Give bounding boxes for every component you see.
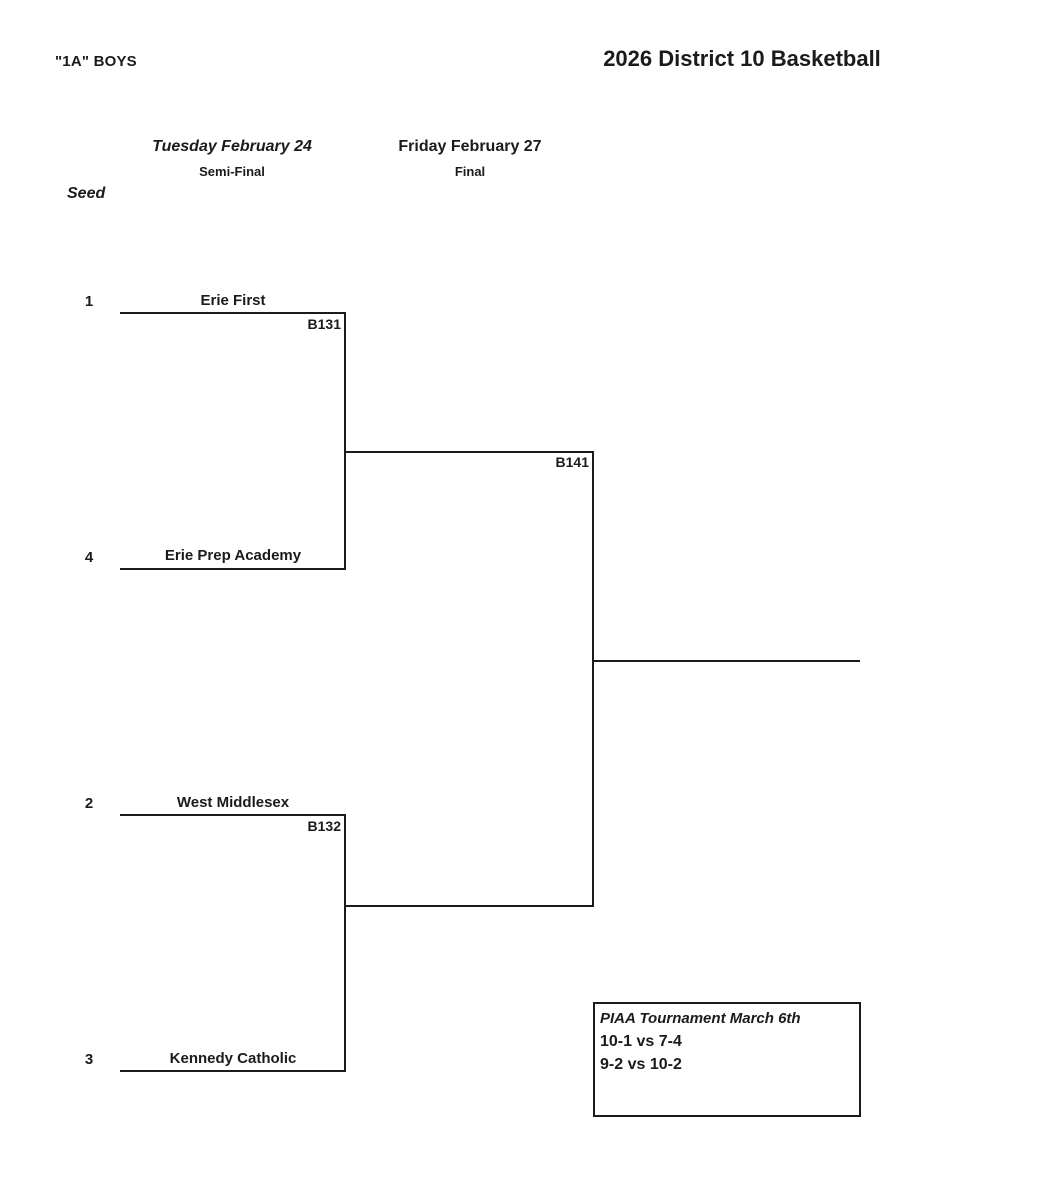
seed-number: 3 bbox=[84, 1051, 94, 1068]
game-code-semifinal-1: B131 bbox=[307, 316, 341, 332]
piaa-matchup-1: 10-1 vs 7-4 bbox=[600, 1033, 682, 1050]
final-round-header: Final bbox=[454, 164, 486, 179]
game-code-final: B141 bbox=[555, 454, 589, 470]
team-name: Kennedy Catholic bbox=[169, 1050, 297, 1067]
final-date-header: Friday February 27 bbox=[398, 138, 542, 155]
bracket-line-semifinal2-winner bbox=[344, 905, 594, 907]
bracket-line-match1-top bbox=[120, 312, 346, 314]
semifinal-date-header: Tuesday February 24 bbox=[152, 138, 312, 155]
semifinal-round-header: Semi-Final bbox=[199, 164, 265, 179]
seed-number: 1 bbox=[84, 293, 94, 310]
bracket-line-semifinal1-winner bbox=[344, 451, 594, 453]
seed-number: 4 bbox=[84, 549, 94, 566]
team-name: West Middlesex bbox=[176, 794, 290, 811]
bracket-line-match1-vertical bbox=[344, 312, 346, 570]
game-code-semifinal-2: B132 bbox=[307, 818, 341, 834]
bracket-line-final-vertical bbox=[592, 451, 594, 907]
classification-label: "1A" BOYS bbox=[55, 53, 137, 70]
bracket-line-match2-top bbox=[120, 814, 346, 816]
piaa-info-box: PIAA Tournament March 6th 10-1 vs 7-4 9-… bbox=[593, 1002, 861, 1117]
bracket-line-match2-bottom bbox=[120, 1070, 346, 1072]
bracket-line-match2-vertical bbox=[344, 814, 346, 1072]
bracket-line-match1-bottom bbox=[120, 568, 346, 570]
team-name: Erie Prep Academy bbox=[164, 547, 302, 564]
bracket-line-champion bbox=[592, 660, 860, 662]
piaa-matchup-2: 9-2 vs 10-2 bbox=[600, 1056, 682, 1073]
seed-column-label: Seed bbox=[67, 185, 106, 202]
team-name: Erie First bbox=[200, 292, 266, 309]
page-title: 2026 District 10 Basketball bbox=[603, 46, 881, 71]
seed-number: 2 bbox=[84, 795, 94, 812]
piaa-box-title: PIAA Tournament March 6th bbox=[600, 1010, 801, 1027]
